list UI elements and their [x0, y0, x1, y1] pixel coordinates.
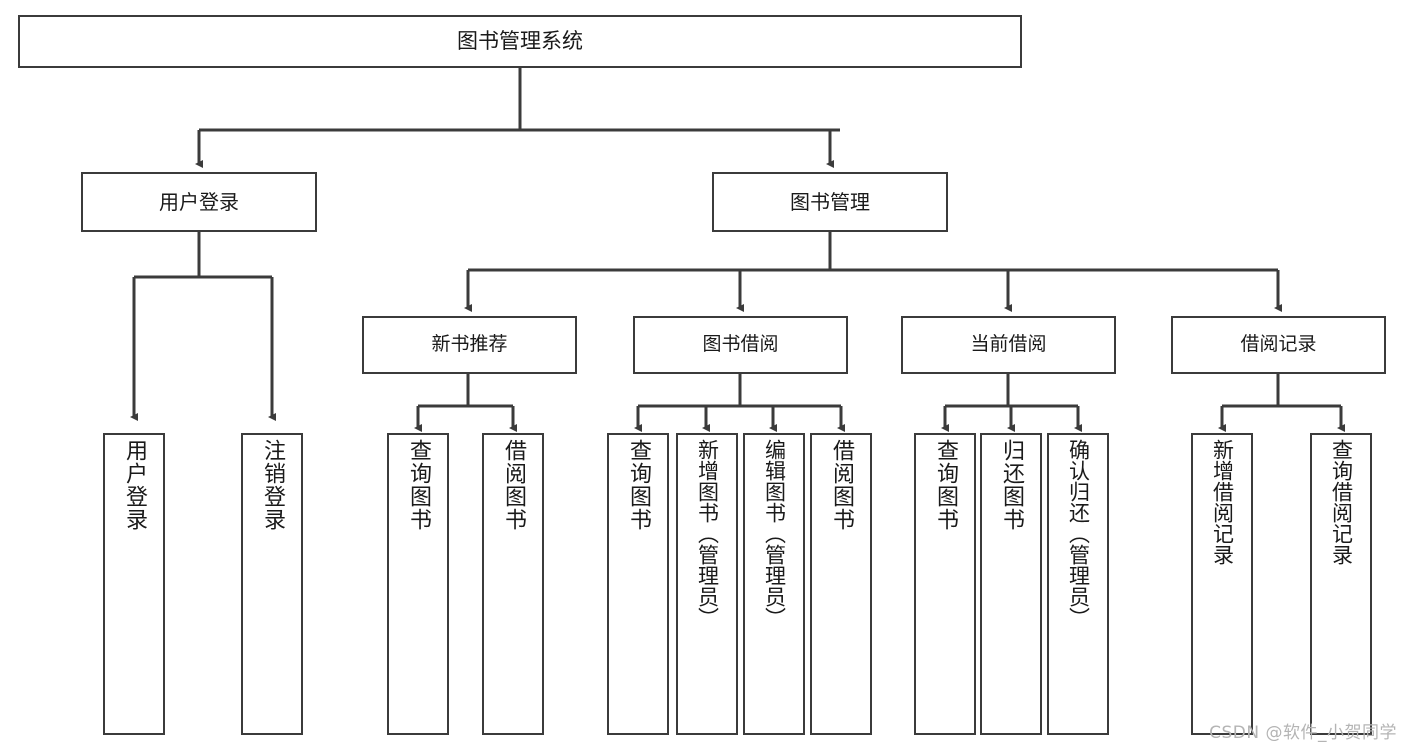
node-leaf-add-record[interactable]: 新增借阅记录: [1191, 433, 1253, 735]
node-leaf-add-book-label: 新增图书（管理员）: [695, 439, 720, 628]
node-leaf-user-login-label: 用户登录: [122, 439, 147, 531]
node-leaf-query-book-2[interactable]: 查询图书: [607, 433, 669, 735]
node-borrow-record[interactable]: 借阅记录: [1171, 316, 1386, 374]
node-new-book-recommend[interactable]: 新书推荐: [362, 316, 577, 374]
node-leaf-return-book[interactable]: 归还图书: [980, 433, 1042, 735]
node-borrow-record-label: 借阅记录: [1240, 333, 1317, 356]
node-new-book-recommend-label: 新书推荐: [431, 333, 508, 356]
node-current-borrow-label: 当前借阅: [970, 333, 1047, 356]
node-leaf-user-login[interactable]: 用户登录: [103, 433, 165, 735]
node-current-borrow[interactable]: 当前借阅: [901, 316, 1116, 374]
node-leaf-query-book-2-label: 查询图书: [626, 439, 651, 531]
node-leaf-query-book-1[interactable]: 查询图书: [387, 433, 449, 735]
node-leaf-edit-book[interactable]: 编辑图书（管理员）: [743, 433, 805, 735]
node-root[interactable]: 图书管理系统: [18, 15, 1022, 68]
node-leaf-return-book-label: 归还图书: [999, 439, 1024, 531]
node-leaf-add-book[interactable]: 新增图书（管理员）: [676, 433, 738, 735]
node-leaf-query-record[interactable]: 查询借阅记录: [1310, 433, 1372, 735]
node-leaf-borrow-book-2-label: 借阅图书: [829, 439, 854, 531]
node-leaf-add-record-label: 新增借阅记录: [1210, 439, 1235, 565]
node-leaf-query-book-3[interactable]: 查询图书: [914, 433, 976, 735]
node-user-login[interactable]: 用户登录: [81, 172, 317, 232]
node-leaf-borrow-book-1[interactable]: 借阅图书: [482, 433, 544, 735]
node-book-management-label: 图书管理: [790, 189, 870, 214]
node-leaf-borrow-book-2[interactable]: 借阅图书: [810, 433, 872, 735]
node-leaf-logout[interactable]: 注销登录: [241, 433, 303, 735]
node-leaf-confirm-return[interactable]: 确认归还（管理员）: [1047, 433, 1109, 735]
node-book-borrow[interactable]: 图书借阅: [633, 316, 848, 374]
node-book-borrow-label: 图书借阅: [702, 333, 779, 356]
node-root-label: 图书管理系统: [457, 29, 583, 54]
watermark-text: CSDN @软件_小贺同学: [1209, 723, 1397, 743]
node-leaf-borrow-book-1-label: 借阅图书: [501, 439, 526, 531]
node-user-login-label: 用户登录: [159, 189, 239, 214]
node-leaf-edit-book-label: 编辑图书（管理员）: [762, 439, 787, 628]
node-leaf-query-record-label: 查询借阅记录: [1329, 439, 1354, 565]
node-leaf-confirm-return-label: 确认归还（管理员）: [1066, 439, 1091, 628]
node-leaf-logout-label: 注销登录: [260, 439, 285, 531]
node-leaf-query-book-3-label: 查询图书: [933, 439, 958, 531]
node-leaf-query-book-1-label: 查询图书: [406, 439, 431, 531]
node-book-management[interactable]: 图书管理: [712, 172, 948, 232]
